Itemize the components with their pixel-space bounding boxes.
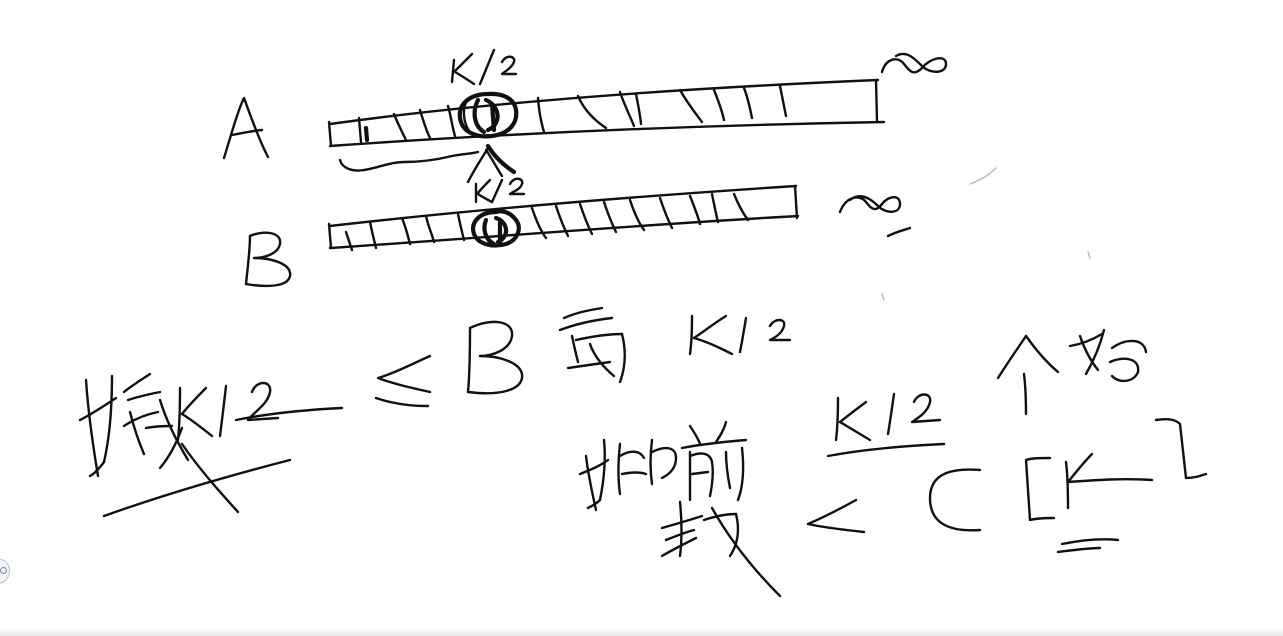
note-less-than [806, 498, 866, 534]
note-b [466, 320, 524, 395]
note-a-de-qian [578, 420, 748, 512]
note-k2-second [688, 314, 792, 356]
note-dou [660, 500, 782, 598]
note-ge-shu [996, 328, 1148, 416]
note-leq [374, 354, 432, 408]
infinity-b [838, 195, 902, 214]
marker-b-k2-circle [471, 209, 521, 248]
marker-a-k2-circle [457, 91, 519, 139]
arrow-up-to-a [466, 143, 517, 184]
strikethrough [102, 442, 292, 518]
label-b [244, 231, 292, 288]
note-k2-first [176, 381, 344, 442]
note-di-char [558, 306, 626, 384]
note-a-char [78, 372, 190, 478]
infinity-a [880, 52, 948, 74]
array-b [327, 184, 800, 252]
handle-icon [0, 567, 7, 574]
label-b-k2 [474, 177, 526, 204]
label-a [222, 96, 270, 160]
brace-under-a [338, 150, 480, 172]
label-a-k2 [450, 48, 518, 86]
faint-strokes [881, 167, 1091, 301]
array-a [327, 78, 886, 148]
note-k2-third [826, 392, 946, 458]
note-c-bracket-k [928, 418, 1208, 554]
canvas-bottom-edge [0, 628, 1283, 636]
